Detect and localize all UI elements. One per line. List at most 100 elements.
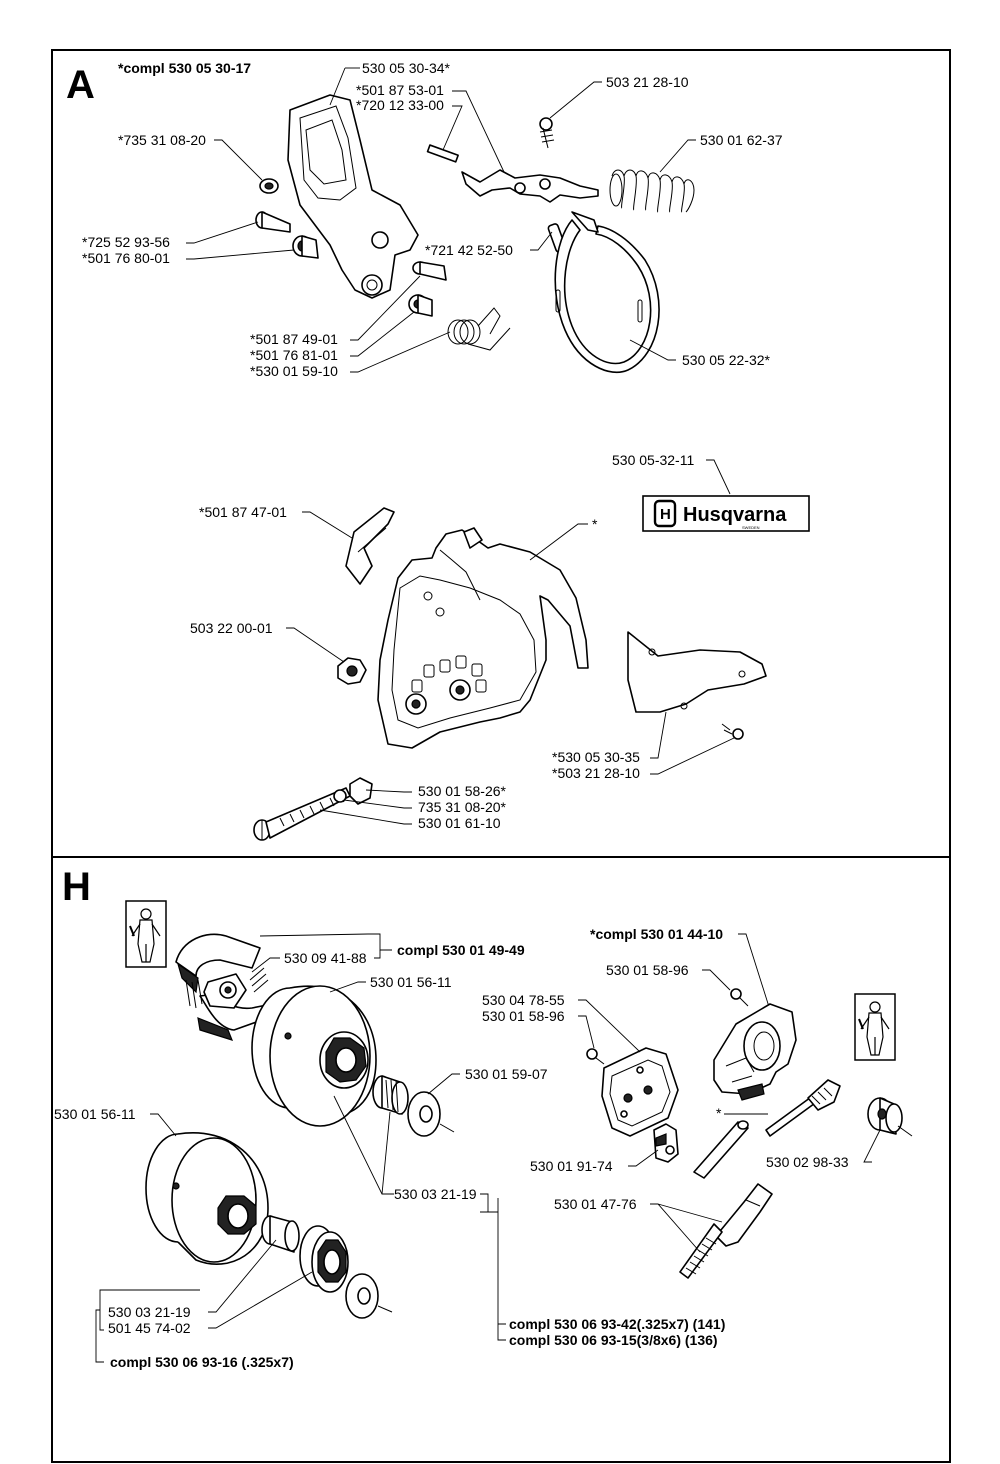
label-530-05-32-11: 530 05-32-11 xyxy=(612,452,694,468)
label-720-12-33-00: *720 12 33-00 xyxy=(356,97,444,113)
bracket-lower-left xyxy=(95,1289,104,1363)
lead-501-45-74-02 xyxy=(208,1271,313,1329)
bolt-501-87-49-01-part xyxy=(412,261,447,281)
lead-530-01-56-11-b xyxy=(150,1113,177,1137)
lead-530-01-58-26 xyxy=(365,789,412,793)
chain-guide-plate-part xyxy=(627,631,767,713)
worm-gear-530-02-98-33-part xyxy=(867,1097,913,1137)
file-tip-part xyxy=(679,1223,723,1279)
mechanic-icon-left xyxy=(125,900,167,968)
lead-530-01-61-10 xyxy=(319,809,412,825)
label-721-42-52-50: *721 42 52-50 xyxy=(425,242,513,258)
brake-latch-part xyxy=(461,169,599,203)
spring-530-01-59-10-part xyxy=(447,307,511,351)
clutch-cover-part xyxy=(377,527,589,749)
label-530-01-58-96-b: 530 01 58-96 xyxy=(482,1008,565,1024)
lead-721-42-52-50 xyxy=(530,231,553,251)
husqvarna-sub: SWEDEN xyxy=(742,525,760,530)
label-asterisk-a: * xyxy=(592,516,598,532)
label-530-09-41-88: 530 09 41-88 xyxy=(284,950,367,966)
label-530-03-21-19-b: 530 03 21-19 xyxy=(108,1304,191,1320)
washer-lower-part xyxy=(345,1273,393,1319)
lead-530-05-22-32 xyxy=(629,339,676,361)
nut-503-22-00-01-part xyxy=(337,657,367,685)
needle-bearing-lower-part xyxy=(261,1215,300,1253)
lead-503-22-00-01 xyxy=(286,627,345,663)
bracket-compl1 xyxy=(374,950,381,959)
mechanic-icon-right xyxy=(854,993,896,1061)
label-530-02-98-33: 530 02 98-33 xyxy=(766,1154,849,1170)
section-h-letter: H xyxy=(62,865,91,909)
lead-530-09-41-88 xyxy=(251,957,280,973)
clip-501-87-47-01-part xyxy=(345,507,395,585)
lead-501-76-80-01 xyxy=(186,249,295,260)
screw-503-21-28-10-part xyxy=(539,117,555,149)
lead-530-01-91-74 xyxy=(628,1149,659,1167)
pin-720-part xyxy=(426,144,459,163)
label-503-21-28-10: 503 21 28-10 xyxy=(606,74,689,90)
hand-guard-part xyxy=(287,94,419,299)
clutch-drum-upper-part xyxy=(251,985,377,1127)
valve-530-01-91-74-part xyxy=(653,1123,679,1163)
oil-pump-housing-part xyxy=(713,1003,797,1101)
label-530-05-30-34: 530 05 30-34* xyxy=(362,60,451,76)
lead-530-05-30-35 xyxy=(650,711,667,759)
washer-530-01-59-07-part xyxy=(407,1091,455,1137)
lead-compl-530-01-44-10 xyxy=(738,933,771,1011)
label-compl-530-01-44-10: *compl 530 01 44-10 xyxy=(590,926,723,942)
label-503-21-28-10-b: *503 21 28-10 xyxy=(552,765,640,781)
screw-503-21-28-10-b-part xyxy=(721,723,744,740)
lead-530-01-59-10 xyxy=(350,331,451,373)
label-530-01-91-74: 530 01 91-74 xyxy=(530,1158,613,1174)
lead-530-01-62-37 xyxy=(659,139,696,173)
lead-530-01-56-11 xyxy=(329,981,366,993)
pump-worm-shaft-part xyxy=(765,1079,841,1137)
lead-501-87-49-01 xyxy=(350,275,421,341)
lead-530-05-32-11 xyxy=(706,459,731,495)
compl-label-a: *compl 530 05 30-17 xyxy=(118,60,251,76)
lead-725-52-93-56 xyxy=(186,221,259,244)
label-735-31-08-20: *735 31 08-20 xyxy=(118,132,206,148)
washer-735-b-part xyxy=(333,789,347,803)
lead-503-21-28-10-b xyxy=(650,737,735,775)
label-735-31-08-20-b: 735 31 08-20* xyxy=(418,799,507,815)
label-530-01-59-07: 530 01 59-07 xyxy=(465,1066,548,1082)
bushing-501-76-81-01-part xyxy=(408,294,433,317)
lead-735-31-08-20-b xyxy=(343,799,412,809)
spring-530-01-62-37-part xyxy=(609,169,695,213)
lead-735-31-08-20 xyxy=(214,139,263,181)
clutch-shoes-part xyxy=(175,933,273,1041)
lead-530-03-21-19-b xyxy=(208,1239,277,1313)
screw-530-01-58-96-a-part xyxy=(730,988,749,1007)
needle-bearing-upper-part xyxy=(372,1075,409,1115)
husqvarna-logo-mark: H xyxy=(660,506,671,523)
lead-compl-530-01-49-49 xyxy=(368,933,392,951)
husqvarna-brand: Husqvarna xyxy=(683,504,787,526)
bracket-upper-right xyxy=(480,1193,498,1213)
lead-530-01-47-76 xyxy=(650,1203,723,1253)
section-h-frame xyxy=(51,856,951,1463)
section-a-letter: A xyxy=(66,63,95,107)
husqvarna-decal: H Husqvarna SWEDEN xyxy=(642,495,810,532)
label-compl-530-01-49-49: compl 530 01 49-49 xyxy=(397,942,525,958)
lead-530-01-58-96-b xyxy=(578,1015,595,1049)
rim-sprocket-lower-part xyxy=(299,1225,349,1293)
lead-compl-530-01-49-49-b xyxy=(259,933,369,937)
lead-530-02-98-33 xyxy=(863,1129,881,1163)
label-compl-530-06-93-16: compl 530 06 93-16 (.325x7) xyxy=(110,1354,294,1370)
lead-501-87-53-01 xyxy=(452,90,505,173)
screw-530-01-58-96-b-part xyxy=(586,1048,605,1065)
lead-501-76-81-01 xyxy=(350,311,415,357)
label-501-76-80-01: *501 76 80-01 xyxy=(82,250,170,266)
label-530-01-61-10: 530 01 61-10 xyxy=(418,815,501,831)
label-530-01-47-76: 530 01 47-76 xyxy=(554,1196,637,1212)
label-530-04-78-55: 530 04 78-55 xyxy=(482,992,565,1008)
label-530-01-59-10: *530 01 59-10 xyxy=(250,363,338,379)
bolt-725-52-93-56-part xyxy=(255,211,291,233)
label-asterisk-h: * xyxy=(716,1105,722,1121)
label-530-01-56-11-b: 530 01 56-11 xyxy=(54,1106,136,1122)
bushing-501-76-80-01-part xyxy=(292,235,319,259)
lead-530-03-21-19-upper-b xyxy=(381,1111,391,1195)
label-compl-530-06-93-15: compl 530 06 93-15(3/8x6) (136) xyxy=(509,1332,718,1348)
label-530-03-21-19-a: 530 03 21-19 xyxy=(394,1186,477,1202)
